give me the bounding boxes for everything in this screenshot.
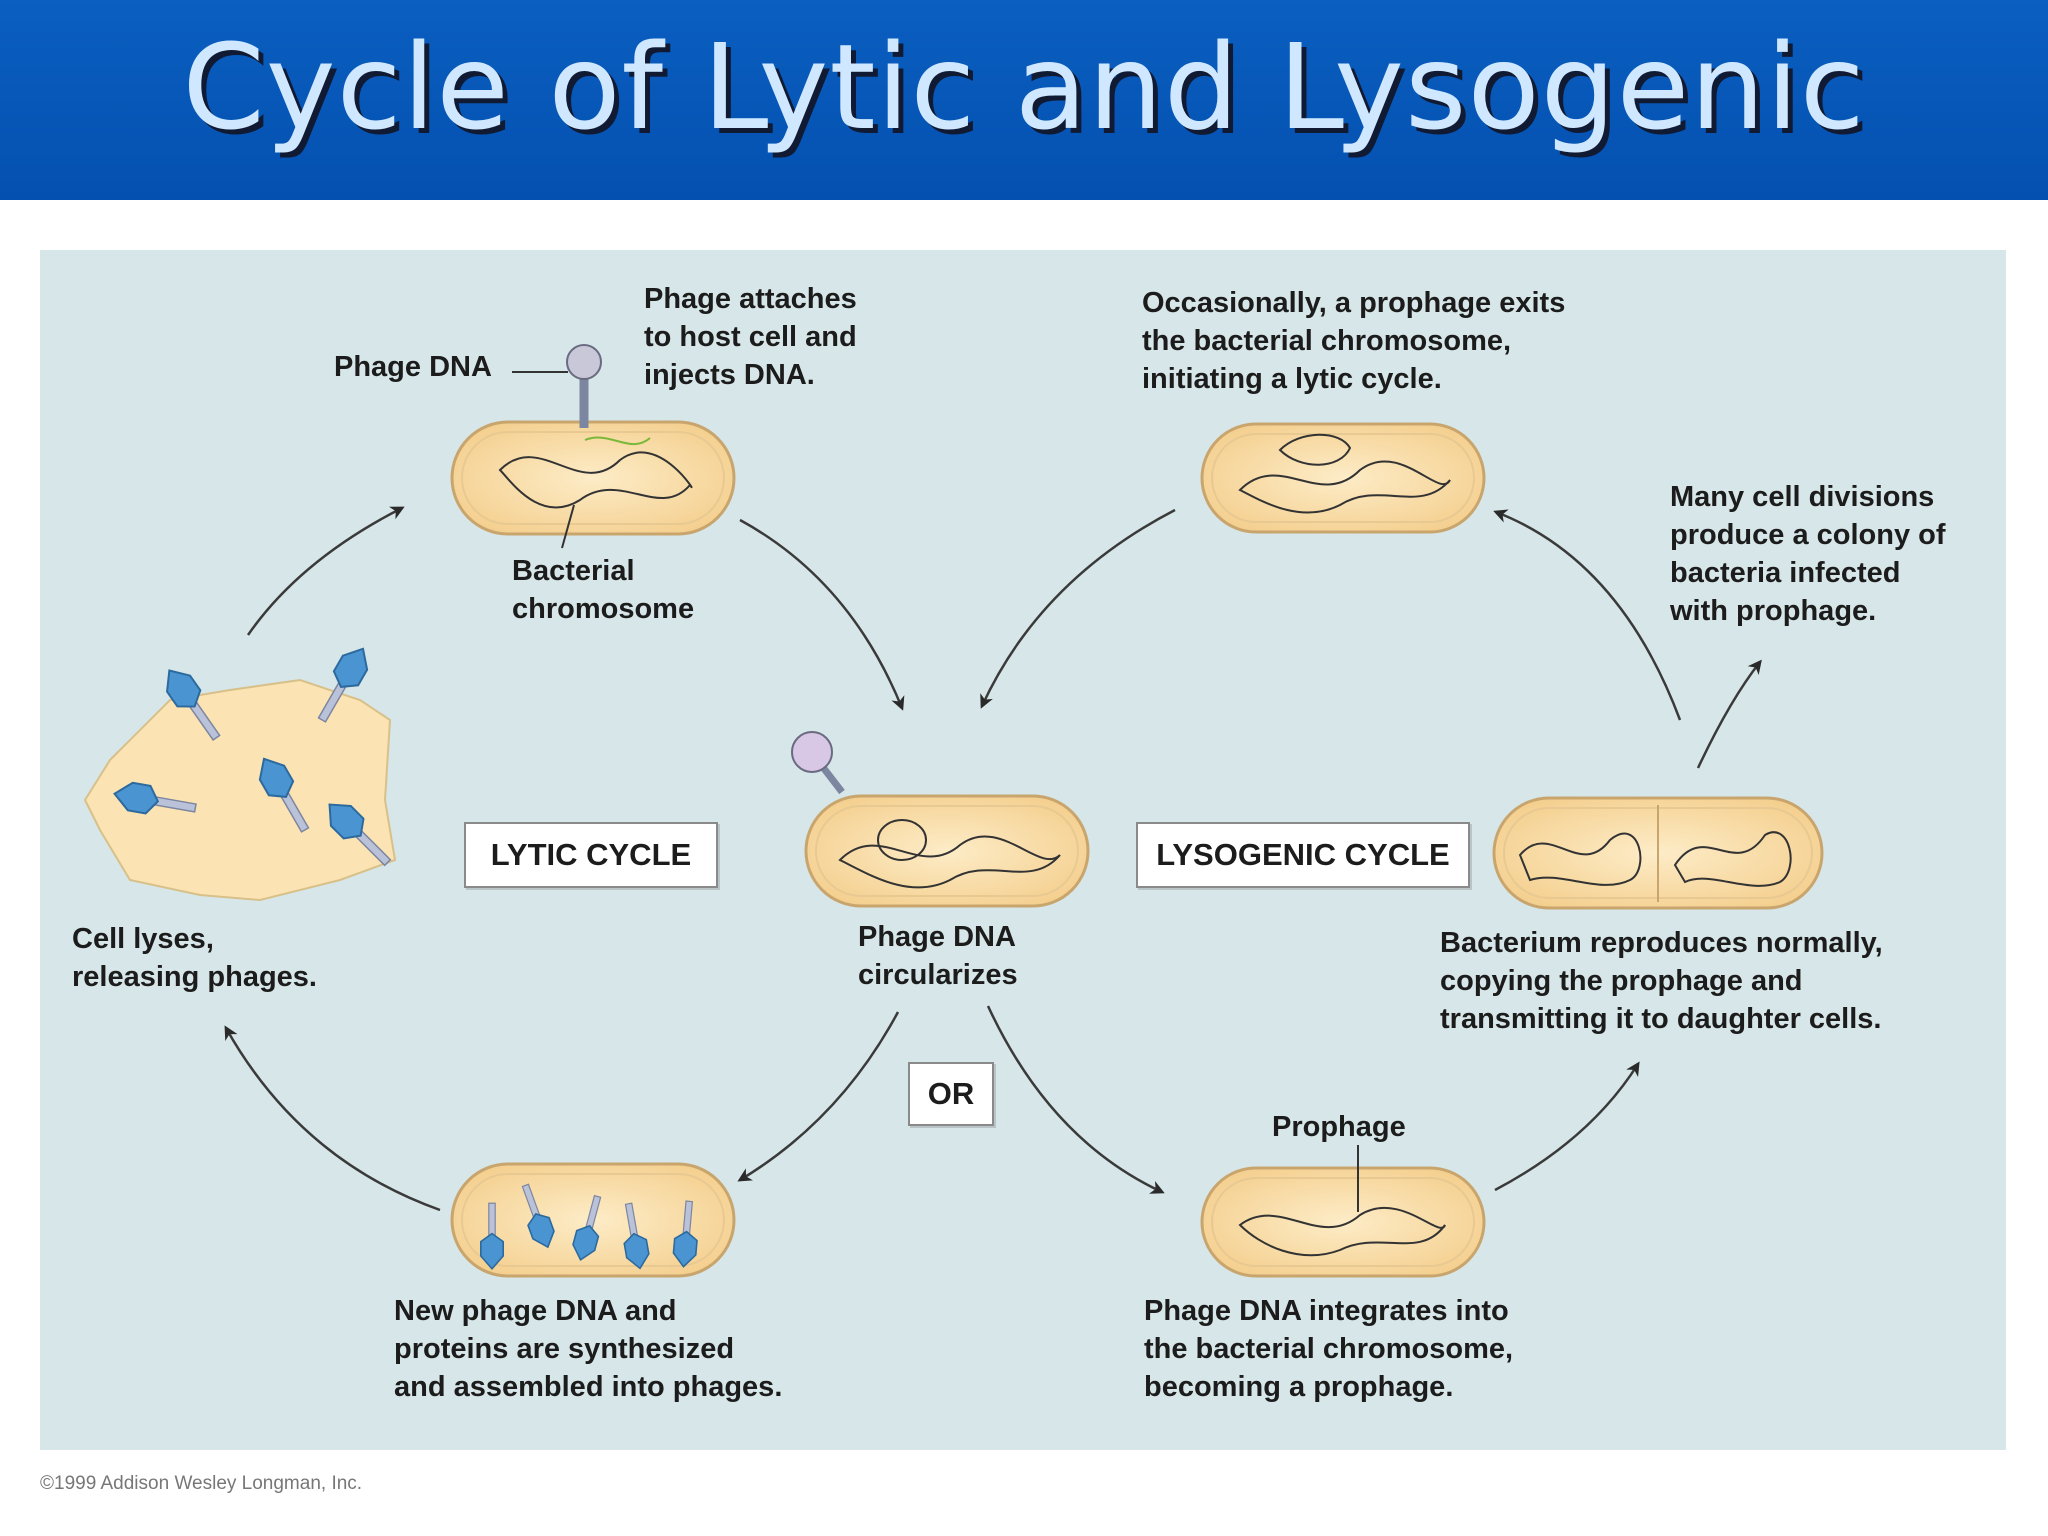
bacterium-prophage-exits-cell (1200, 422, 1486, 534)
bacterium-circularized-cell (804, 794, 1090, 908)
arrow-reproduce-to-colony (1696, 659, 1762, 769)
bacterial-chromosome-strand (498, 451, 693, 509)
arrow-attach-to-circular (739, 518, 905, 711)
phage-attached-icon (512, 344, 602, 428)
lysed-cell (83, 640, 399, 902)
bacterium-infected-cell (450, 420, 736, 536)
label-many-divisions: Many cell divisions produce a colony of … (1670, 481, 1946, 627)
arrow-synth-to-lysed (224, 1025, 441, 1212)
phage-empty-icon (791, 731, 845, 795)
page-title: Cycle of Lytic and Lysogenic (182, 18, 1866, 156)
label-dna-integrates: Phage DNA integrates into the bacterial … (1144, 1295, 1514, 1403)
label-bacterial-chromosome: Bacterial chromosome (512, 555, 695, 625)
lytic-cycle-box: LYTIC CYCLE (464, 822, 718, 888)
arrow-colony-to-exit (1493, 509, 1682, 721)
chromosome-leader-line (561, 504, 575, 549)
label-dna-circularizes: Phage DNA circularizes (858, 921, 1018, 991)
bacterium-dividing-cell (1492, 796, 1824, 910)
arrow-exit-to-circular (980, 508, 1176, 709)
bacterium-assembling-cell (450, 1162, 736, 1278)
arrow-circular-to-prophage (986, 1005, 1165, 1194)
label-phage-attaches: Phage attaches to host cell and injects … (644, 283, 857, 391)
arrow-circular-to-synth (737, 1011, 900, 1182)
or-box: OR (908, 1062, 994, 1126)
label-phage-dna: Phage DNA (334, 351, 492, 383)
bacterium-prophage-cell (1200, 1145, 1486, 1278)
copyright-credit: ©1999 Addison Wesley Longman, Inc. (40, 1473, 363, 1494)
title-bar: Cycle of Lytic and Lysogenic (0, 0, 2048, 200)
label-prophage-exits: Occasionally, a prophage exits the bacte… (1142, 287, 1566, 395)
label-bacterium-reproduces: Bacterium reproduces normally, copying t… (1440, 927, 1883, 1035)
label-phages-synthesized: New phage DNA and proteins are synthesiz… (394, 1295, 783, 1403)
arrow-prophage-to-reproduce (1494, 1061, 1640, 1192)
arrow-lysed-to-attach (246, 506, 405, 636)
label-cell-lyses: Cell lyses, releasing phages. (72, 923, 317, 993)
label-prophage: Prophage (1272, 1111, 1406, 1143)
lysogenic-cycle-box: LYSOGENIC CYCLE (1136, 822, 1470, 888)
